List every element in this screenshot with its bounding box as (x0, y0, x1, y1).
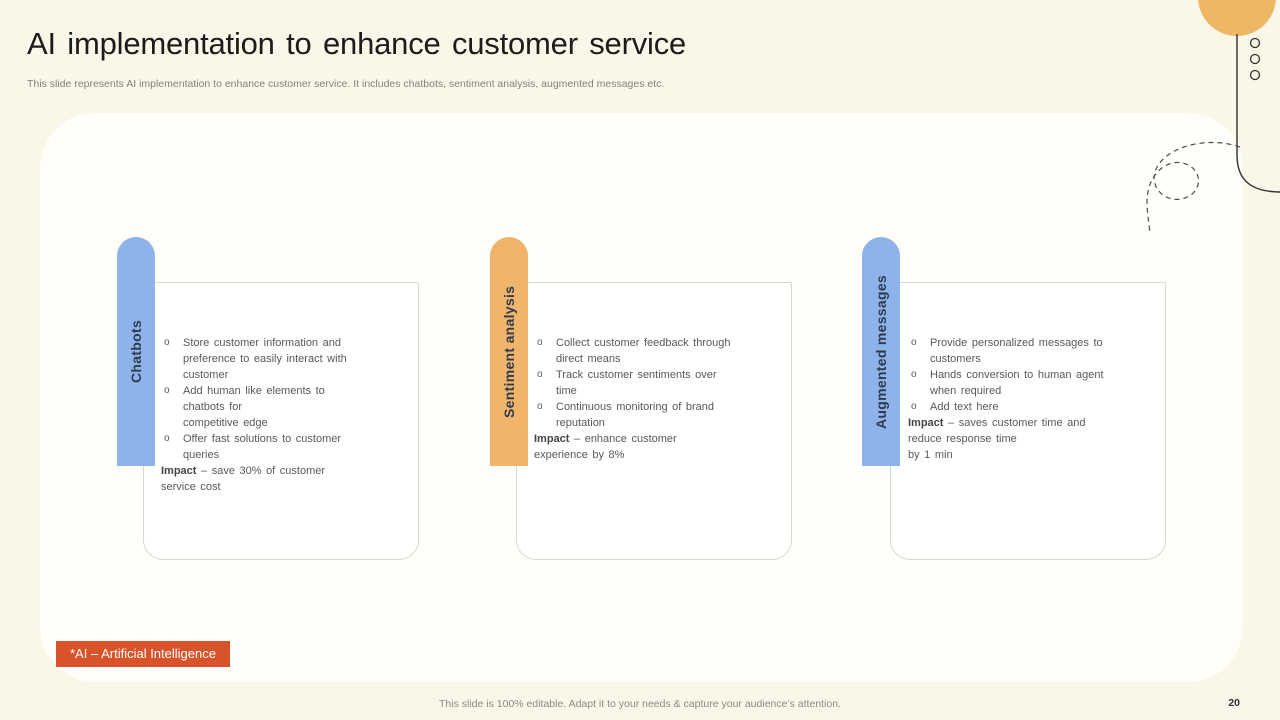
impact-note: Impact – save 30% of customer service co… (161, 463, 410, 495)
bullet-text: Continuous monitoring of brand reputatio… (556, 401, 714, 429)
impact-label: Impact (908, 417, 944, 429)
augmented-messages-card-content: o Provide personalized messages to custo… (908, 335, 1157, 463)
chatbots-tab-label: Chatbots (128, 319, 144, 384)
bullet-text: Collect customer feedback through direct… (556, 337, 731, 365)
bullet-item: o Track customer sentiments over time (534, 367, 783, 399)
page-title: AI implementation to enhance customer se… (27, 26, 687, 61)
bullet-text: Hands conversion to human agent when req… (930, 369, 1104, 397)
page-number: 20 (1228, 697, 1240, 709)
sentiment-analysis-card-content: o Collect customer feedback through dire… (534, 335, 783, 463)
dots-ornament (1249, 37, 1261, 81)
bullet-marker: o (911, 337, 917, 348)
bullet-item: o Add human like elements to chatbots fo… (161, 383, 410, 431)
bullet-text: Offer fast solutions to customer queries (183, 433, 342, 461)
bullet-text: Add text here (930, 401, 999, 413)
page-subtitle: This slide represents AI implementation … (27, 78, 665, 90)
bullet-marker: o (164, 385, 170, 396)
impact-text: – enhance customer experience by 8% (534, 433, 677, 461)
augmented-messages-card: o Provide personalized messages to custo… (890, 282, 1166, 560)
impact-note: Impact – enhance customer experience by … (534, 431, 783, 463)
impact-label: Impact (161, 465, 197, 477)
impact-note: Impact – saves customer time and reduce … (908, 415, 1157, 463)
bullet-marker: o (164, 337, 170, 348)
bullet-marker: o (537, 401, 543, 412)
circle-ornament (1198, 0, 1276, 36)
impact-text: – saves customer time and reduce respons… (908, 417, 1086, 461)
impact-label: Impact (534, 433, 570, 445)
bullet-marker: o (911, 401, 917, 412)
sentiment-analysis-tab-label: Sentiment analysis (501, 285, 517, 418)
bullet-item: o Hands conversion to human agent when r… (908, 367, 1157, 399)
bullet-marker: o (537, 369, 543, 380)
footnote-badge: *AI – Artificial Intelligence (56, 641, 230, 667)
footer-note: This slide is 100% editable. Adapt it to… (439, 698, 841, 710)
bullet-item: o Continuous monitoring of brand reputat… (534, 399, 783, 431)
bullet-text: Track customer sentiments over time (556, 369, 717, 397)
chatbots-card: o Store customer information and prefere… (143, 282, 419, 560)
sentiment-analysis-tab: Sentiment analysis (490, 237, 528, 466)
chatbots-card-content: o Store customer information and prefere… (161, 335, 410, 495)
bullet-marker: o (911, 369, 917, 380)
bullet-item: o Collect customer feedback through dire… (534, 335, 783, 367)
bullet-text: Store customer information and preferenc… (183, 337, 347, 381)
bullet-marker: o (537, 337, 543, 348)
bullet-item: o Store customer information and prefere… (161, 335, 410, 383)
impact-text: – save 30% of customer service cost (161, 465, 326, 493)
bullet-marker: o (164, 433, 170, 444)
augmented-messages-tab-label: Augmented messages (873, 274, 889, 429)
augmented-messages-tab: Augmented messages (862, 237, 900, 466)
chatbots-tab: Chatbots (117, 237, 155, 466)
bullet-item: o Add text here (908, 399, 1157, 415)
bullet-item: o Provide personalized messages to custo… (908, 335, 1157, 367)
sentiment-analysis-card: o Collect customer feedback through dire… (516, 282, 792, 560)
corner-line-ornament (1236, 34, 1280, 193)
bullet-text: Add human like elements to chatbots for … (183, 385, 325, 429)
bullet-text: Provide personalized messages to custome… (930, 337, 1103, 365)
bullet-item: o Offer fast solutions to customer queri… (161, 431, 410, 463)
